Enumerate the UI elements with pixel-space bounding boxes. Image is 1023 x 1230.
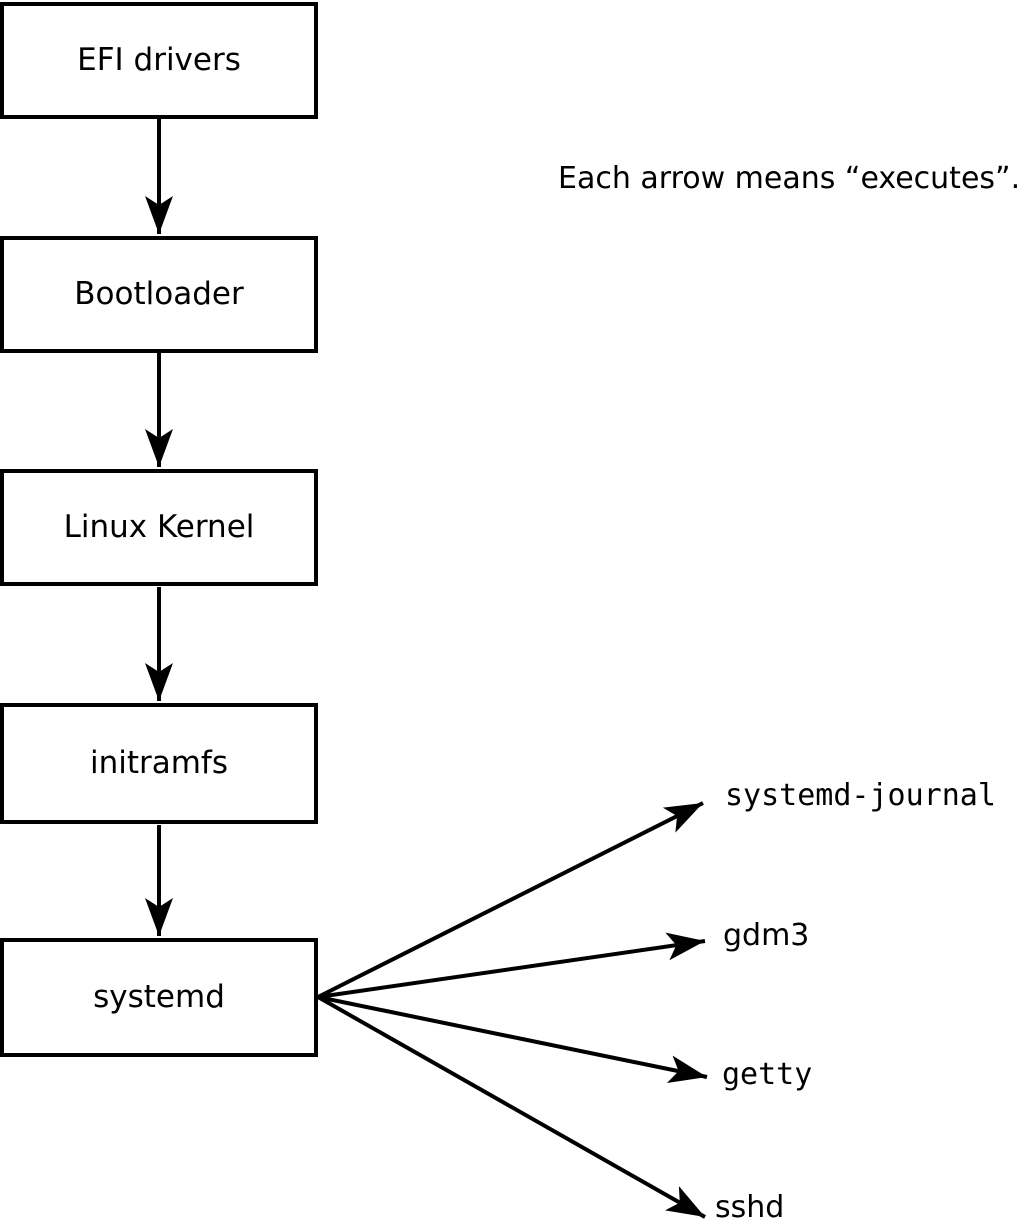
box-bootloader: Bootloader — [0, 236, 318, 353]
label-getty: getty — [722, 1057, 813, 1092]
box-linux-kernel: Linux Kernel — [0, 469, 318, 586]
box-initramfs: initramfs — [0, 703, 318, 824]
box-efi-drivers: EFI drivers — [0, 2, 318, 119]
label-systemd-journal: systemd-journal — [725, 778, 996, 813]
box-systemd-label: systemd — [93, 979, 225, 1015]
box-initramfs-label: initramfs — [89, 745, 229, 781]
box-systemd: systemd — [0, 938, 318, 1057]
arrow-systemd-to-getty — [317, 995, 708, 1084]
label-sshd: sshd — [715, 1190, 785, 1225]
label-gdm3: gdm3 — [723, 918, 810, 953]
arrow-systemd-to-sshd — [317, 995, 706, 1219]
box-linux-kernel-label: Linux Kernel — [63, 509, 255, 545]
arrow-systemd-to-systemd-journal — [317, 801, 704, 999]
arrow-systemd-to-gdm3 — [317, 932, 706, 999]
box-efi-drivers-label: EFI drivers — [77, 42, 241, 78]
box-bootloader-label: Bootloader — [74, 276, 244, 312]
caption-arrow-meaning: Each arrow means “executes”. — [558, 161, 1021, 196]
